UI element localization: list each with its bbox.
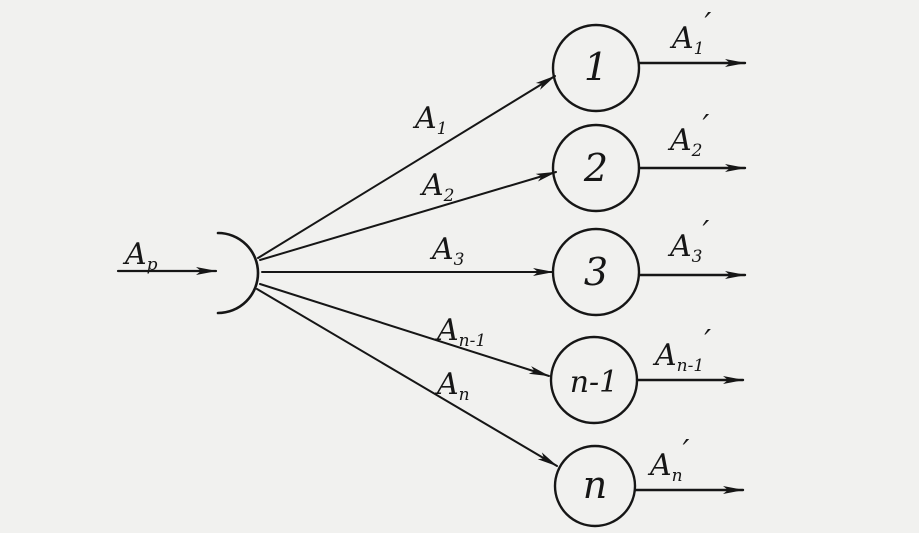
branch-2: A2 2 A2′ bbox=[259, 109, 747, 261]
branch-2-in-arrow bbox=[259, 171, 557, 261]
branch-2-out-label: A2′ bbox=[667, 109, 710, 161]
branch-n: An n An′ bbox=[256, 288, 745, 528]
branch-1: A1 1 A1′ bbox=[257, 7, 747, 259]
branch-3: A3 3 A3′ bbox=[261, 215, 747, 317]
branch-1-out-label: A1′ bbox=[669, 7, 712, 59]
node-3-circle bbox=[551, 227, 641, 317]
branch-n-in-label: An bbox=[434, 367, 470, 405]
branch-1-in-arrow bbox=[257, 75, 556, 259]
node-n-label: n bbox=[583, 463, 607, 507]
node-1-circle bbox=[551, 23, 641, 113]
node-1-label: 1 bbox=[584, 45, 608, 89]
node-n-minus-1-label: n-1 bbox=[570, 365, 619, 400]
branch-3-out-label: A3′ bbox=[667, 215, 710, 267]
branch-n-in-arrow bbox=[256, 288, 558, 467]
branch-1-in-label: A1 bbox=[412, 101, 448, 139]
node-3-label: 3 bbox=[584, 250, 608, 294]
node-2-label: 2 bbox=[583, 146, 608, 190]
branch-n-out-label: An′ bbox=[647, 434, 690, 486]
branch-n-minus-1: An-1 n-1 An-1′ bbox=[259, 283, 745, 425]
branch-3-in-label: A3 bbox=[429, 232, 465, 270]
splitter-node bbox=[216, 231, 260, 315]
branch-2-in-label: A2 bbox=[419, 168, 455, 206]
branch-n-minus-1-in-arrow bbox=[259, 283, 550, 377]
branch-n-minus-1-in-label: An-1 bbox=[434, 313, 486, 351]
branch-n-minus-1-out-label: An-1′ bbox=[652, 324, 711, 376]
node-n-circle bbox=[553, 444, 637, 528]
input-label: Ap bbox=[122, 237, 158, 275]
